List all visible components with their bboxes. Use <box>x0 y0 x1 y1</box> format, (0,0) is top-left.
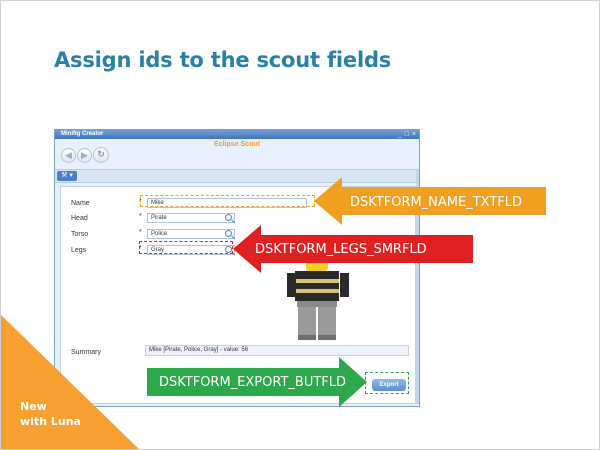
navigation-bar: ◀ ▶ ↻ <box>61 145 121 165</box>
name-id-arrow <box>314 177 546 225</box>
toolbar: ⚒ ▾ <box>55 169 419 183</box>
torso-search-icon[interactable] <box>225 230 232 237</box>
form-panel: Name * Mike Head * Pirate Torso * Police… <box>60 186 416 404</box>
legs-required-marker: * <box>139 245 142 252</box>
forward-arrow-icon[interactable]: ▶ <box>77 147 92 163</box>
name-id-label: DSKTFORM_NAME_TXTFLD <box>350 195 523 210</box>
head-search-icon[interactable] <box>225 214 232 221</box>
name-field-highlight <box>140 195 315 207</box>
legs-search-icon[interactable] <box>225 246 232 253</box>
minimize-icon[interactable]: _ <box>397 131 402 138</box>
torso-label: Torso <box>71 231 89 238</box>
minifig-right-leg <box>318 307 336 337</box>
new-with-luna-badge <box>1 315 139 449</box>
head-smartfield[interactable]: Pirate <box>147 213 235 223</box>
minifig-hips <box>297 301 337 307</box>
minifig-left-leg <box>298 307 316 337</box>
minifig-torso <box>295 271 339 301</box>
minifig-image <box>287 249 349 340</box>
window-title: Minifig Creator <box>61 131 104 137</box>
app-name: Eclipse Scout <box>214 141 260 148</box>
minifig-stripe <box>295 279 339 283</box>
export-button-highlight <box>365 372 409 394</box>
name-field[interactable]: Mike <box>147 198 307 208</box>
refresh-icon[interactable]: ↻ <box>93 147 109 163</box>
badge-line-1: New <box>20 400 47 413</box>
export-id-arrow <box>147 357 367 407</box>
summary-field: Mike [Pirate, Police, Gray] - value: 56 <box>145 345 409 356</box>
tools-menu-button[interactable]: ⚒ ▾ <box>57 171 77 181</box>
head-required-marker: * <box>139 213 142 220</box>
torso-required-marker: * <box>139 229 142 236</box>
app-window: Minifig Creator _ □ × Eclipse Scout ◀ ▶ … <box>54 129 420 407</box>
export-id-label: DSKTFORM_EXPORT_BUTFLD <box>159 375 347 390</box>
legs-field-highlight <box>139 241 233 254</box>
maximize-icon[interactable]: □ <box>404 131 409 138</box>
badge-line-2: with Luna <box>20 415 81 428</box>
legs-label: Legs <box>71 247 87 254</box>
slide-title: Assign ids to the scout fields <box>54 48 392 72</box>
summary-label: Summary <box>71 349 101 356</box>
name-label: Name <box>71 200 90 207</box>
export-button[interactable]: Export <box>372 379 406 391</box>
close-icon[interactable]: × <box>411 131 416 138</box>
minifig-stripe-2 <box>295 289 339 293</box>
minifig-left-foot <box>298 335 316 340</box>
legs-id-arrow <box>233 225 473 273</box>
window-titlebar[interactable]: Minifig Creator _ □ × <box>55 130 419 139</box>
minifig-left-arm <box>287 273 296 297</box>
legs-id-label: DSKTFORM_LEGS_SMRFLD <box>255 242 427 257</box>
back-arrow-icon[interactable]: ◀ <box>61 147 76 163</box>
minifig-right-foot <box>318 335 336 340</box>
vertical-scrollbar[interactable] <box>416 169 419 404</box>
torso-smartfield[interactable]: Police <box>147 229 235 239</box>
head-label: Head <box>71 215 88 222</box>
window-controls: _ □ × <box>398 130 416 139</box>
minifig-right-arm <box>340 273 349 297</box>
